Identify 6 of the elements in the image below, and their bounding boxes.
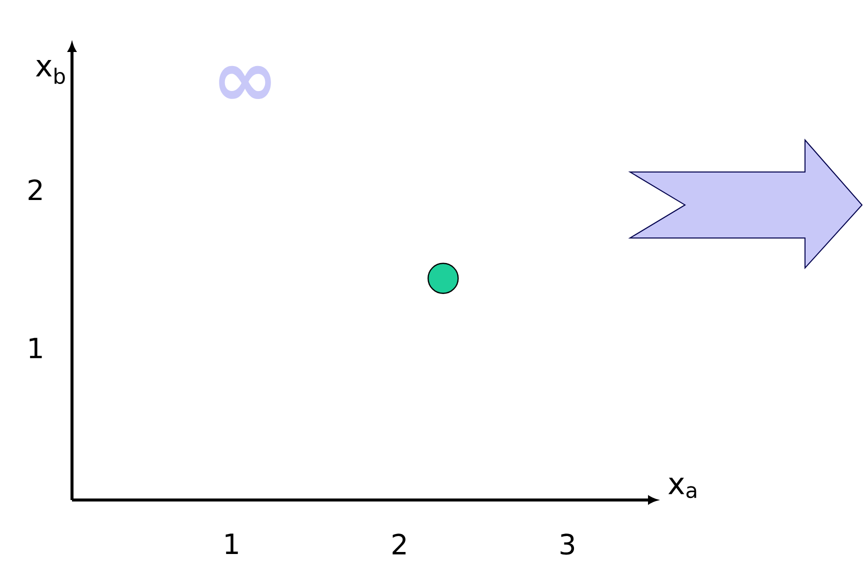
infinity-symbol: ∞ [219, 66, 271, 99]
y-axis-title: x$_{b}$ [36, 60, 65, 84]
x-tick-label: 3 [560, 534, 574, 555]
x-axis-title: x$_{a}$ [668, 478, 696, 498]
x-tick-label: 2 [392, 534, 406, 554]
x-tick-label: 1 [226, 534, 238, 554]
